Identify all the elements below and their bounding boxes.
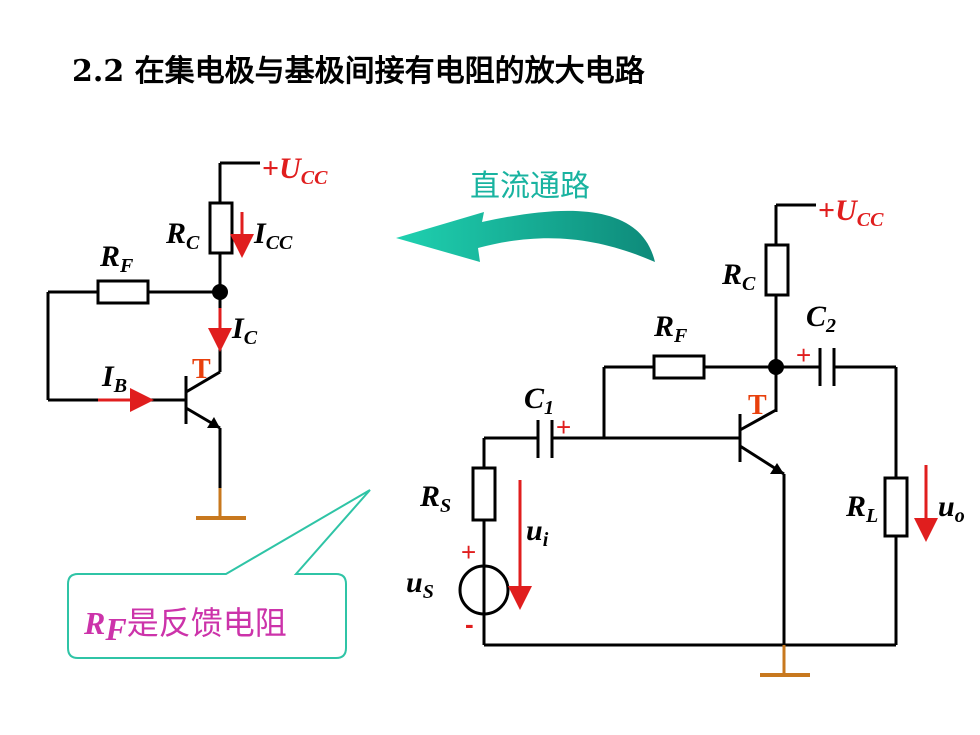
slide-title: 2.2 在集电极与基极间接有电阻的放大电路 [72, 54, 645, 89]
left-ic-label: IC [231, 312, 258, 349]
right-rc-label: RC [721, 258, 756, 295]
right-us-label: uS [406, 566, 434, 603]
callout-bubble [67, 489, 371, 659]
right-transistor-collector [739, 408, 777, 432]
right-ui-label: ui [526, 514, 549, 551]
right-uo-label: uo [938, 490, 965, 527]
right-c2-plus: + [796, 340, 811, 370]
right-rf-label: RF [653, 310, 688, 347]
right-rf-resistor [652, 354, 706, 380]
right-transistor-label: T [748, 390, 767, 421]
right-circuit: +UCC RC RF C2 + C1 + T RS ui + uS - RL u… [406, 194, 965, 677]
dc-path-label: 直流通路 [470, 169, 590, 204]
right-emitter-arrow-icon [770, 463, 784, 474]
curved-arrow-icon [396, 210, 655, 262]
right-rl-label: RL [845, 490, 878, 527]
left-rc-label: RC [165, 217, 200, 254]
dc-path-arrow: 直流通路 [396, 169, 655, 262]
right-c1-plus: + [556, 412, 571, 442]
callout-text: RF是反馈电阻 [83, 604, 287, 647]
right-source-plus: + [461, 537, 476, 567]
left-icc-label: ICC [253, 217, 293, 254]
right-rs-resistor [471, 466, 497, 522]
right-c2-label: C2 [806, 300, 836, 337]
left-transistor-label: T [192, 354, 211, 385]
right-c1-label: C1 [524, 382, 554, 419]
callout: RF是反馈电阻 [67, 489, 371, 659]
left-ib-label: IB [101, 360, 127, 397]
left-circuit: +UCC RC ICC RF IC IB T [46, 152, 328, 520]
right-source-minus: - [465, 609, 474, 639]
left-rf-label: RF [99, 240, 134, 277]
left-rf-resistor [96, 279, 150, 305]
left-rc-resistor [208, 201, 234, 255]
right-rl-resistor [883, 476, 909, 538]
left-emitter-arrow-icon [207, 417, 220, 428]
left-transistor-collector [185, 370, 221, 394]
left-vcc-label: +UCC [262, 152, 328, 189]
right-rc-resistor [764, 243, 790, 297]
right-vcc-label: +UCC [818, 194, 884, 231]
right-rs-label: RS [419, 480, 451, 517]
